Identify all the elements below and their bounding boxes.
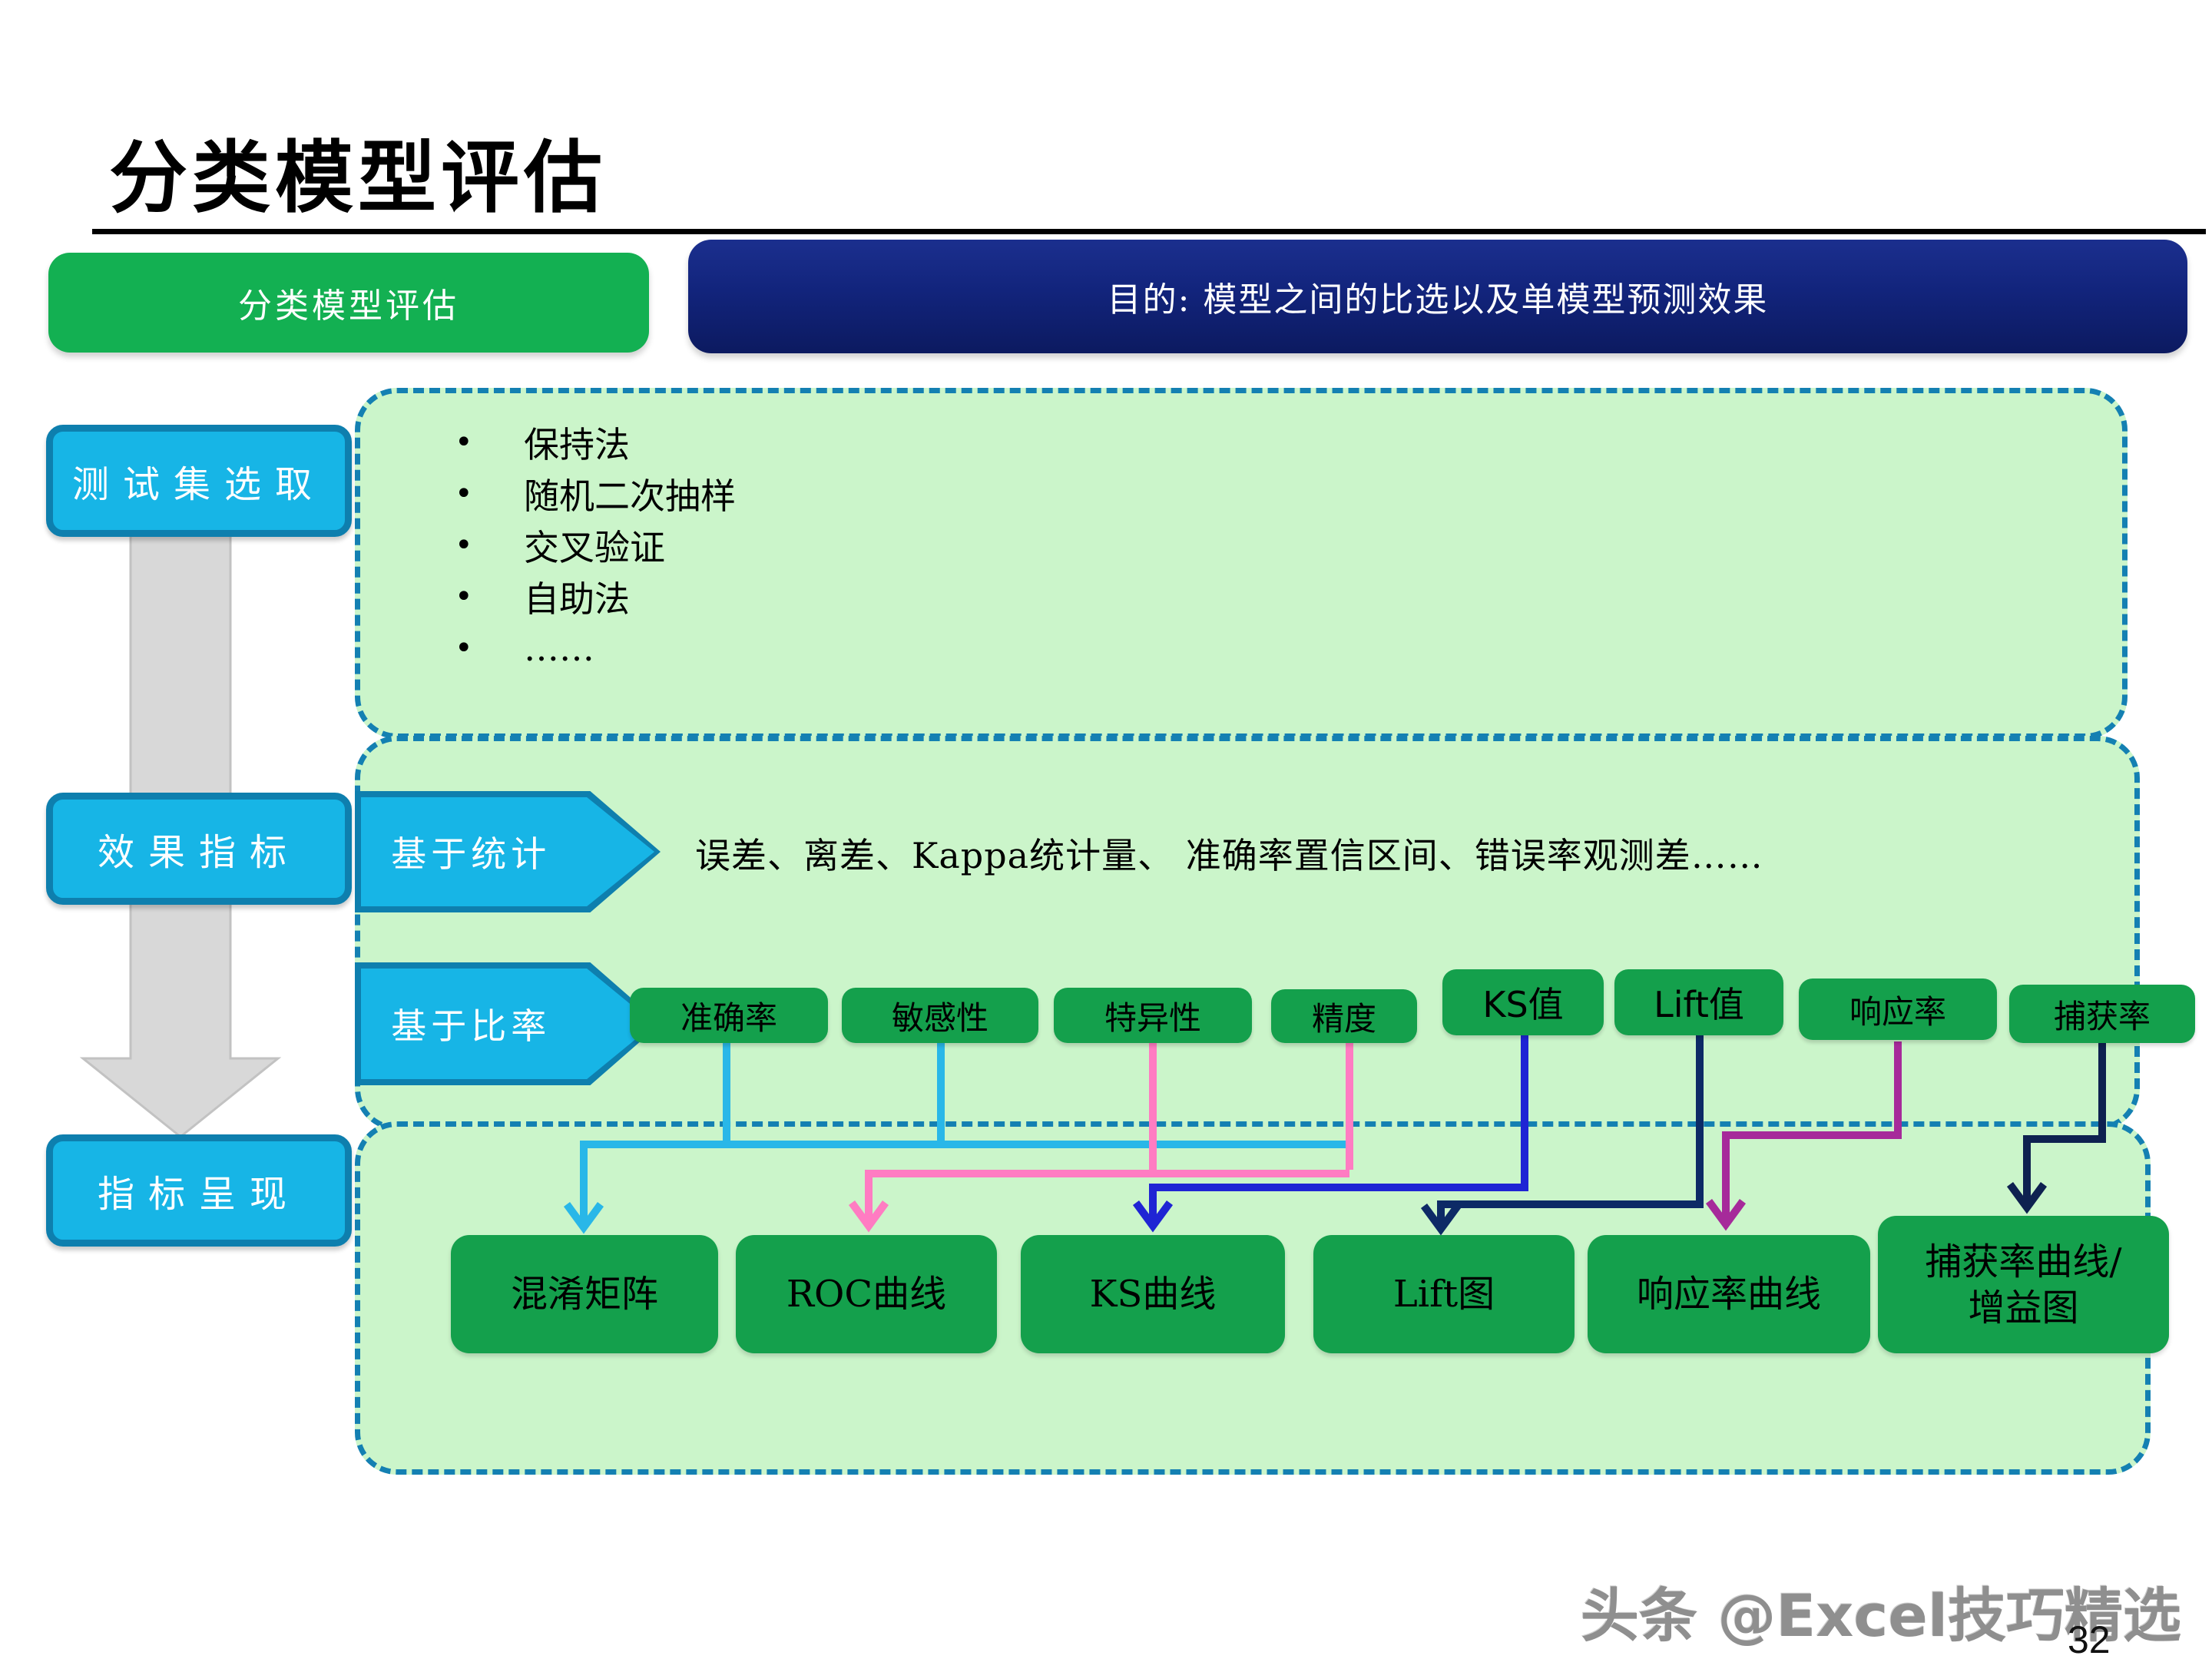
metric-chip-ks: KS值 [1442, 969, 1604, 1035]
bullet-dot: • [455, 475, 473, 512]
page-number: 32 [2068, 1618, 2111, 1659]
bullet-text: 自助法 [524, 578, 630, 620]
chart-box-capture-gain-line1: 捕获率曲线/ [1925, 1240, 2122, 1283]
bullet-dot: • [455, 424, 473, 460]
metric-chip-response: 响应率 [1799, 979, 1997, 1040]
step-box-metrics: 效果指标 [46, 793, 352, 905]
bullet-item: • 自助法 [455, 571, 1530, 622]
bullet-dot: • [455, 630, 473, 666]
chart-box-ks-curve: KS曲线 [1021, 1235, 1285, 1353]
chart-box-roc-curve: ROC曲线 [736, 1235, 997, 1353]
metric-chip-sensitivity: 敏感性 [842, 988, 1038, 1043]
metric-chip-lift: Lift值 [1614, 969, 1783, 1035]
bullet-text: …… [524, 627, 594, 669]
metric-chip-specificity: 特异性 [1054, 988, 1252, 1043]
chart-box-response-curve: 响应率曲线 [1588, 1235, 1870, 1353]
step-box-presentation: 指标呈现 [46, 1134, 352, 1247]
chart-box-lift-chart: Lift图 [1313, 1235, 1575, 1353]
bullet-list: • 保持法 • 随机二次抽样 • 交叉验证 • 自助法 • …… [455, 416, 1530, 674]
ratio-tag-arrow: 基于比率 [355, 962, 661, 1085]
bullet-item: • 交叉验证 [455, 519, 1530, 571]
bullet-item: • …… [455, 622, 1530, 674]
metric-chip-accuracy: 准确率 [630, 988, 828, 1043]
chart-box-confusion-matrix: 混淆矩阵 [451, 1235, 718, 1353]
chart-box-capture-gain-line2: 增益图 [1968, 1286, 2079, 1330]
bullet-text: 保持法 [524, 423, 630, 465]
bullet-dot: • [455, 527, 473, 563]
chart-box-capture-gain: 捕获率曲线/ 增益图 [1878, 1216, 2169, 1353]
panel-sampling [355, 388, 2128, 739]
statistic-tag-fill [361, 797, 654, 906]
watermark: 头条 @Excel技巧精选 [1580, 1581, 2181, 1650]
metric-chip-capture: 捕获率 [2009, 985, 2195, 1043]
title-divider [92, 229, 2206, 234]
ratio-tag-label: 基于比率 [391, 1005, 551, 1047]
metric-chip-precision: 精度 [1271, 989, 1417, 1043]
bullet-text: 交叉验证 [524, 526, 665, 568]
bullet-item: • 保持法 [455, 416, 1530, 468]
bullet-text: 随机二次抽样 [524, 475, 736, 517]
bullet-dot: • [455, 578, 473, 614]
statistic-tag-arrow: 基于统计 [355, 791, 661, 912]
statistic-tag-label: 基于统计 [391, 833, 551, 875]
statistic-metrics-text: 误差、离差、Kappa统计量、 准确率置信区间、错误率观测差…… [695, 835, 1763, 876]
step-box-test-set: 测试集选取 [46, 425, 352, 537]
topic-chip: 分类模型评估 [48, 253, 649, 353]
purpose-banner: 目的: 模型之间的比选以及单模型预测效果 [688, 240, 2187, 353]
bullet-item: • 随机二次抽样 [455, 468, 1530, 519]
page-title: 分类模型评估 [109, 132, 607, 224]
